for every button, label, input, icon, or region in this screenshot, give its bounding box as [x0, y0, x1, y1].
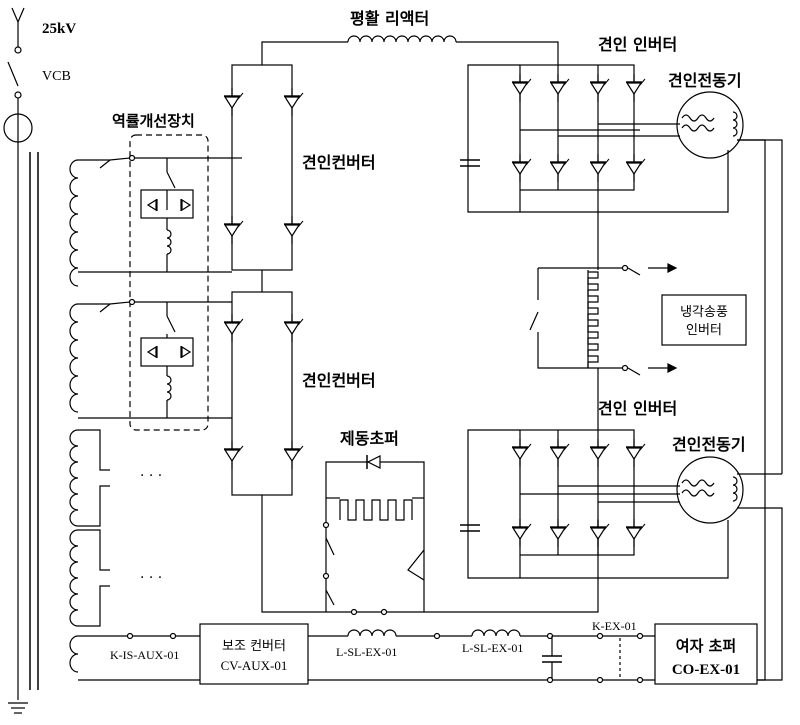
cooling-blower-branch [529, 190, 747, 410]
l-sl-ex-label-1: L-SL-EX-01 [336, 645, 397, 659]
k-ex-label: K-EX-01 [592, 619, 637, 633]
field-link-motors [737, 139, 783, 474]
motor-1-label: 견인전동기 [668, 71, 742, 90]
smoothing-reactor [261, 35, 559, 65]
brake-chopper [322, 455, 425, 616]
converter-2-label: 견인컨버터 [302, 371, 376, 390]
aux-converter-label-1: 보조 컨버터 [222, 639, 286, 654]
voltage-label: 25kV [42, 21, 76, 37]
ellipsis-lower: · · · [140, 570, 162, 586]
pf-device-lower [99, 298, 232, 418]
traction-motor-1 [676, 91, 766, 681]
exciter-chopper-label-2: CO-EX-01 [672, 662, 740, 678]
vcb-breaker [7, 61, 22, 110]
l-sl-ex-label-2: L-SL-EX-01 [462, 641, 523, 655]
ellipsis-upper: · · · [140, 468, 162, 484]
converter-1-label: 견인컨버터 [302, 153, 376, 172]
pf-device-label: 역률개선장치 [112, 112, 195, 130]
current-transformer [3, 110, 33, 146]
dc-link-capacitor-2 [460, 524, 480, 532]
traction-inverter-2 [467, 410, 729, 579]
traction-motor-2 [676, 456, 783, 681]
traction-converter-2 [223, 270, 304, 496]
vcb-label: VCB [42, 69, 71, 84]
transformer-secondary-windings [69, 159, 232, 681]
pf-device-upper [99, 154, 232, 272]
exciter-chopper-label-1: 여자 초퍼 [676, 637, 736, 655]
transformer-primary [8, 146, 39, 714]
dc-link-return [261, 495, 599, 613]
inverter-2-label: 견인 인버터 [598, 399, 677, 418]
traction-converter-1 [223, 64, 304, 271]
brake-chopper-label: 제동초퍼 [340, 429, 399, 448]
pf-device-box [129, 134, 209, 431]
motor-2-label: 견인전동기 [672, 435, 746, 454]
aux-converter-label-2: CV-AUX-01 [221, 658, 288, 673]
aux-line [126, 623, 758, 685]
k-is-aux-label: K-IS-AUX-01 [110, 648, 179, 662]
pantograph [11, 7, 25, 54]
cooling-inverter-label-2: 인버터 [686, 323, 722, 338]
smoothing-reactor-label: 평활 리액터 [350, 9, 429, 28]
inverter-1-label: 견인 인버터 [598, 35, 677, 54]
cooling-inverter-label-1: 냉각송풍 [680, 305, 728, 320]
dc-link-capacitor-1 [460, 159, 480, 167]
